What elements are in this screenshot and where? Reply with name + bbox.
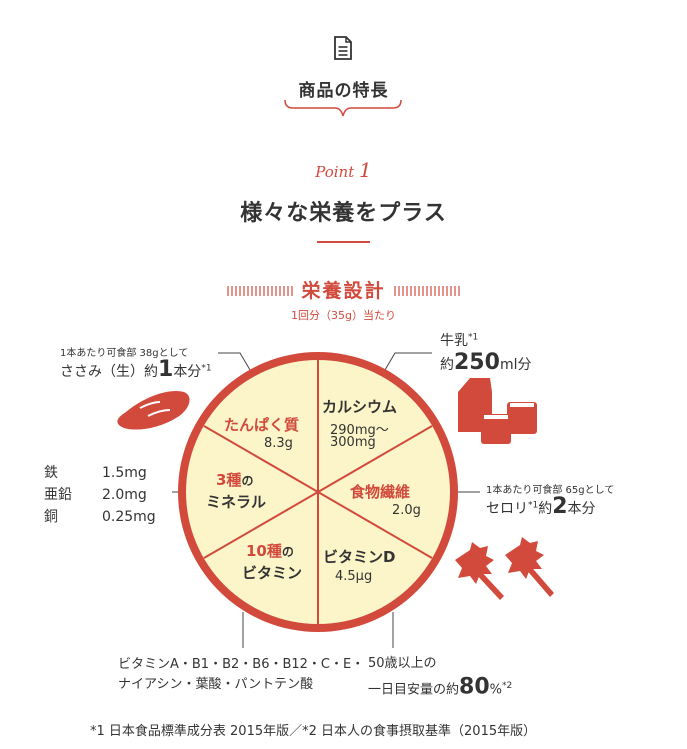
section-title: 商品の特長 <box>298 81 389 101</box>
celery-illustration <box>455 537 554 600</box>
footnote: *1 日本食品標準成分表 2015年版／*2 日本人の食事摂取基準（2015年版… <box>90 724 537 739</box>
segment-minerals-title-2: ミネラル <box>206 493 267 511</box>
headline-underline <box>317 241 370 243</box>
segment-vitamins-title: 10種の <box>246 542 294 560</box>
segment-calcium-title: カルシウム <box>322 398 398 416</box>
segment-fiber-title: 食物繊維 <box>350 483 411 501</box>
milk-label: 牛乳*1 <box>440 332 479 349</box>
adult-line-1: 50歳以上の <box>368 656 437 671</box>
vitamins-line-1: ビタミンA・B1・B2・B6・B12・C・E・ <box>118 657 365 672</box>
document-icon <box>334 36 352 60</box>
segment-vitamin-d-title: ビタミンD <box>323 548 396 566</box>
per-serving-note: 1回分（35g）当たり <box>291 309 396 322</box>
segment-calcium-value-2: 300mg <box>330 435 376 450</box>
leader-line-milk <box>381 352 432 376</box>
segment-minerals-title: 3種の <box>216 471 254 489</box>
milk-illustration <box>458 378 537 444</box>
celery-equivalent: セロリ*1約2本分 <box>486 494 596 519</box>
point-label: Point 1 <box>315 158 372 182</box>
tick-decoration-left <box>227 286 293 296</box>
leader-line-sasami <box>218 352 254 376</box>
sasami-equivalent: ささみ（生）約1本分*1 <box>60 357 212 382</box>
sasami-illustration <box>117 390 190 430</box>
adult-line-2: 一日目安量の約80%*2 <box>368 674 513 700</box>
sasami-note: 1本あたり可食部 38gとして <box>60 348 189 359</box>
wheel-divider-b <box>203 425 433 559</box>
vitamins-list: ビタミンA・B1・B2・B6・B12・C・E・ ナイアシン・葉酸・パントテン酸 <box>118 655 364 695</box>
vitamins-line-2: ナイアシン・葉酸・パントテン酸 <box>118 677 314 692</box>
segment-vitamins-title-2: ビタミン <box>242 564 303 582</box>
celery-note: 1本あたり可食部 65gとして <box>486 485 615 496</box>
segment-calcium-value-1: 290mg〜 <box>330 423 389 438</box>
design-title: 栄養設計 <box>301 280 386 302</box>
headline: 様々な栄養をプラス <box>240 201 447 226</box>
segment-protein-value: 8.3g <box>264 436 293 451</box>
segment-protein-title: たんぱく質 <box>224 416 300 434</box>
segment-vitamin-d-value: 4.5μg <box>335 569 373 584</box>
segment-fiber-value: 2.0g <box>392 503 421 518</box>
adult-callout: 50歳以上の 一日目安量の約80%*2 <box>368 653 512 701</box>
tick-decoration-right <box>394 286 460 296</box>
section-brace <box>284 99 402 117</box>
milk-equivalent: 約250ml分 <box>440 350 532 375</box>
